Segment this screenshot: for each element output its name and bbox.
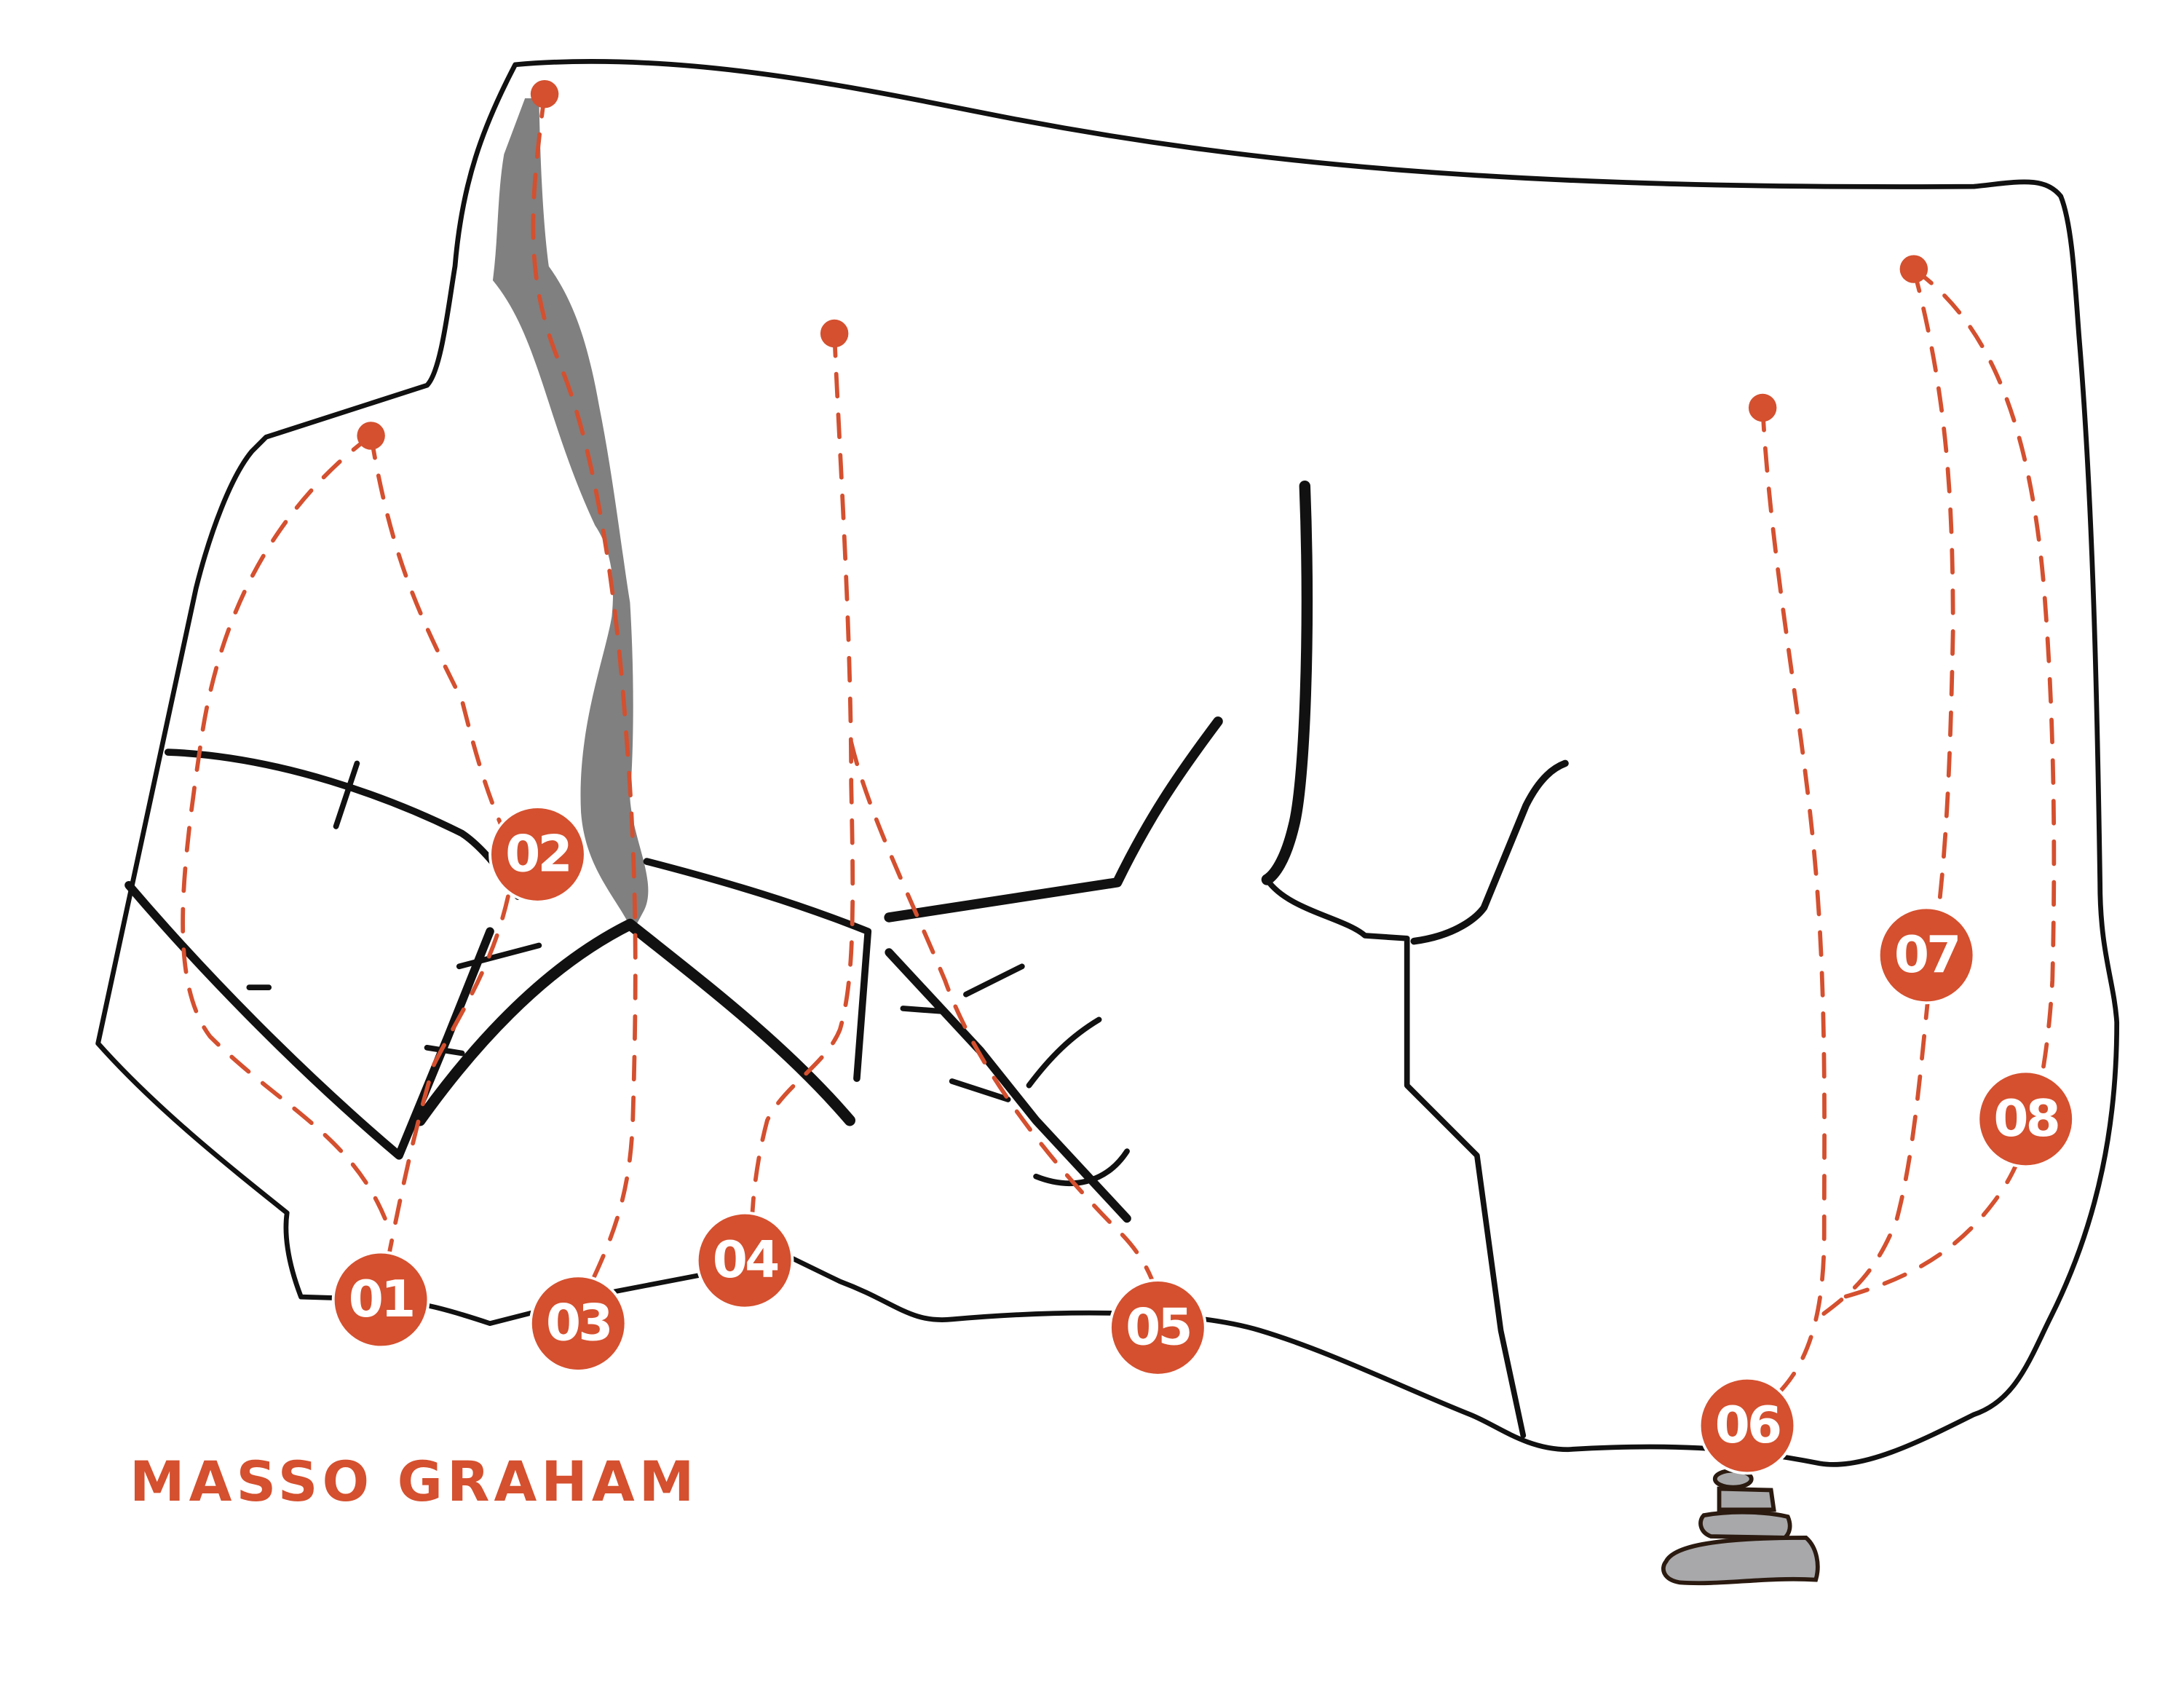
route-05-line xyxy=(849,740,1158,1291)
cairn-icon xyxy=(1661,1468,1820,1586)
route-number: 02 xyxy=(505,825,570,883)
route-number: 01 xyxy=(349,1271,414,1329)
route-number: 08 xyxy=(1993,1090,2058,1148)
route-start-points xyxy=(357,79,1928,450)
route-number: 06 xyxy=(1715,1397,1780,1455)
route-number: 03 xyxy=(546,1295,611,1353)
route-badge-06[interactable]: 06 xyxy=(1698,1376,1797,1475)
start-dot-icon xyxy=(1748,393,1777,422)
route-01-line xyxy=(181,433,387,1221)
route-badge-05[interactable]: 05 xyxy=(1109,1279,1207,1377)
route-number: 04 xyxy=(713,1231,778,1290)
route-badge-07[interactable]: 07 xyxy=(1877,906,1976,1005)
start-dot-icon xyxy=(357,422,385,450)
route-badge-02[interactable]: 02 xyxy=(488,805,587,904)
route-badge-03[interactable]: 03 xyxy=(529,1274,628,1373)
boulder-outline xyxy=(95,58,2120,1467)
route-badge-04[interactable]: 04 xyxy=(695,1211,794,1310)
route-badge-08[interactable]: 08 xyxy=(1977,1070,2075,1169)
start-dot-icon xyxy=(1899,255,1928,283)
start-dot-icon xyxy=(530,79,559,108)
route-04-line xyxy=(749,331,855,1235)
route-03-line xyxy=(531,92,638,1298)
route-07-line xyxy=(1818,266,1955,1319)
gully xyxy=(492,98,649,932)
boulder-name: MASSO GRAHAM xyxy=(130,1449,699,1514)
route-06-line xyxy=(1760,406,1827,1396)
start-dot-icon xyxy=(820,319,849,348)
route-number: 05 xyxy=(1125,1298,1190,1356)
route-badge-01[interactable]: 01 xyxy=(331,1250,430,1349)
route-labels: 01 02 03 04 05 06 07 08 xyxy=(331,805,2075,1475)
route-number: 07 xyxy=(1894,926,1959,984)
